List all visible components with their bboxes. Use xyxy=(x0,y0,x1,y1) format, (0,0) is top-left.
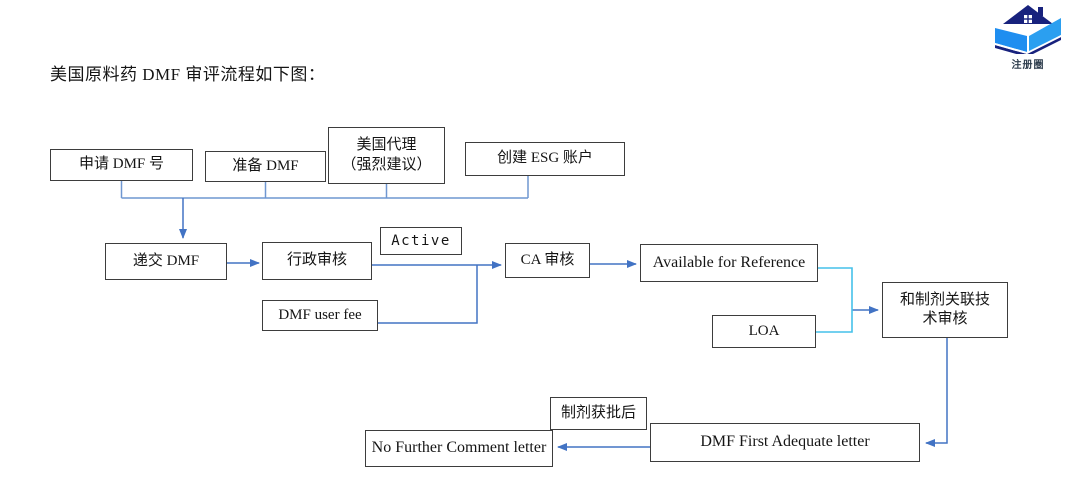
node-tech-review: 和制剂关联技 术审核 xyxy=(882,282,1008,338)
node-us-agent: 美国代理 （强烈建议） xyxy=(328,127,445,184)
logo-text: 注册圈 xyxy=(1011,60,1045,71)
node-available-for-reference: Available for Reference xyxy=(640,244,818,282)
node-submit-dmf: 递交 DMF xyxy=(105,243,227,280)
node-no-further-comment-letter: No Further Comment letter xyxy=(365,430,553,467)
page-title: 美国原料药 DMF 审评流程如下图： xyxy=(50,65,326,84)
node-admin-review: 行政审核 xyxy=(262,242,372,280)
site-logo: 注册圈 xyxy=(992,4,1064,71)
node-create-esg: 创建 ESG 账户 xyxy=(465,142,625,176)
edge-techreview-to-firstadequate xyxy=(925,338,948,447)
node-active: Active xyxy=(380,227,462,255)
edge-dmfuserfee-join xyxy=(378,265,478,324)
node-apply-dmf: 申请 DMF 号 xyxy=(50,149,193,181)
node-loa: LOA xyxy=(712,315,816,348)
node-prepare-dmf: 准备 DMF xyxy=(205,151,326,182)
node-dmf-first-adequate-letter: DMF First Adequate letter xyxy=(650,423,920,462)
open-book-house-icon xyxy=(995,5,1061,57)
node-after-formulation-approval: 制剂获批后 xyxy=(550,397,647,430)
node-dmf-user-fee: DMF user fee xyxy=(262,300,378,331)
edge-availableref-loa-bracket xyxy=(816,267,853,333)
node-ca-review: CA 审核 xyxy=(505,243,590,278)
